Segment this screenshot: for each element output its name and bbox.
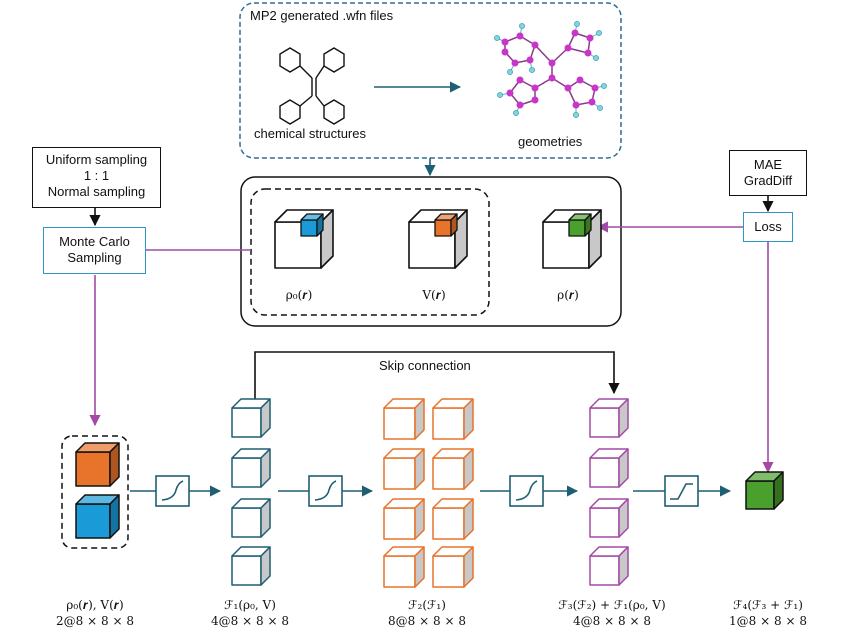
layer2-feature-map-8 <box>432 546 474 588</box>
layer2-feature-map-7 <box>383 546 425 588</box>
sampling-ratio-label: 1 : 1 <box>83 168 110 183</box>
input-potential-tensor <box>75 494 120 539</box>
skip-connection-arrow <box>254 351 620 400</box>
layer1-feature-map-1 <box>231 398 271 438</box>
layer2-feature-map-6 <box>432 498 474 540</box>
layer3-column-dims: 4@8 × 8 × 8 <box>573 614 651 628</box>
layer2-feature-map-1 <box>383 398 425 440</box>
input-rho0-tensor <box>75 442 120 487</box>
sampling-ratio-box: Uniform sampling 1 : 1 Normal sampling <box>32 147 161 208</box>
output-density-tensor <box>745 471 784 510</box>
output-column-name: ℱ₄(ℱ₃ + ℱ₁) <box>733 598 803 612</box>
layer2-column-name: ℱ₂(ℱ₁) <box>408 598 446 612</box>
mae-label: MAE <box>753 157 783 172</box>
layer2-column-dims: 8@8 × 8 × 8 <box>388 614 466 628</box>
graddiff-label: GradDiff <box>743 173 793 188</box>
layer2-feature-map-5 <box>383 498 425 540</box>
rho-label: ρ(𝒓) <box>557 288 579 302</box>
wfn-panel-title: MP2 generated .wfn files <box>250 8 394 23</box>
potential-label: V(𝒓) <box>422 288 446 302</box>
tensor-cubes <box>75 209 784 588</box>
normal-sampling-label: Normal sampling <box>47 184 146 199</box>
density-panel <box>240 176 622 327</box>
loss-box: Loss <box>743 212 793 242</box>
potential-cube-subcube <box>434 213 458 237</box>
rho0-cube-subcube <box>300 213 324 237</box>
input-column-name: ρ₀(𝒓), V(𝒓) <box>66 598 124 612</box>
layer3-feature-map-2 <box>589 448 629 488</box>
layer1-feature-map-4 <box>231 546 271 586</box>
layer3-feature-map-3 <box>589 498 629 538</box>
loss-metric-box: MAE GradDiff <box>729 150 807 196</box>
monte-carlo-sampling-box: Monte Carlo Sampling <box>43 227 146 274</box>
layer3-feature-map-4 <box>589 546 629 586</box>
layer3-feature-map-1 <box>589 398 629 438</box>
uniform-sampling-label: Uniform sampling <box>45 152 148 167</box>
monte-carlo-label: Monte Carlo <box>59 234 130 249</box>
layer2-feature-map-4 <box>432 448 474 490</box>
chemical-structure-drawing <box>279 47 345 125</box>
input-column-dims: 2@8 × 8 × 8 <box>56 614 134 628</box>
input-tensor-group <box>61 435 129 549</box>
skip-connection-label: Skip connection <box>379 358 471 373</box>
layer3-column-name: ℱ₃(ℱ₂) + ℱ₁(ρ₀, V) <box>558 598 666 612</box>
molecule-geometry-drawing <box>494 21 607 118</box>
input-fields-group <box>250 188 490 316</box>
sampling-label: Sampling <box>67 250 122 265</box>
activation-curves <box>161 480 693 501</box>
layer1-feature-map-3 <box>231 498 271 538</box>
output-column-dims: 1@8 × 8 × 8 <box>729 614 807 628</box>
layer2-feature-map-3 <box>383 448 425 490</box>
rho0-label: ρ₀(𝒓) <box>285 288 313 302</box>
rho-cube-subcube <box>568 213 592 237</box>
layer2-feature-map-2 <box>432 398 474 440</box>
layer1-feature-map-2 <box>231 448 271 488</box>
activation-boxes <box>155 475 699 507</box>
loss-label: Loss <box>754 219 782 234</box>
chemical-structures-label: chemical structures <box>254 126 366 141</box>
layer1-column-dims: 4@8 × 8 × 8 <box>211 614 289 628</box>
layer1-column-name: ℱ₁(ρ₀, V) <box>224 598 276 612</box>
geometries-label: geometries <box>518 134 583 149</box>
